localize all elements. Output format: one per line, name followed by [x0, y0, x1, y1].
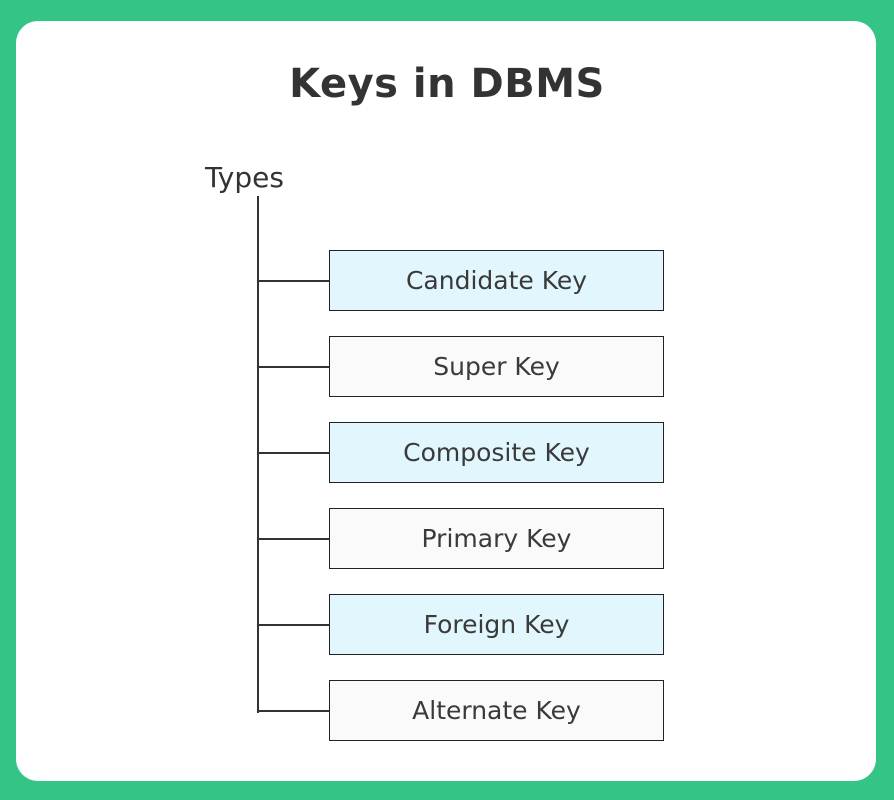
- node-candidate-key: Candidate Key: [329, 250, 664, 311]
- root-label-types: Types: [205, 161, 284, 194]
- branch-line-foreign: [257, 624, 330, 626]
- branch-line-super: [257, 366, 330, 368]
- diagram-card: [16, 21, 876, 781]
- node-super-key: Super Key: [329, 336, 664, 397]
- node-foreign-key: Foreign Key: [329, 594, 664, 655]
- branch-line-alternate: [257, 710, 330, 712]
- branch-line-candidate: [257, 280, 330, 282]
- branch-line-composite: [257, 452, 330, 454]
- branch-line-primary: [257, 538, 330, 540]
- tree-trunk-line: [257, 196, 259, 713]
- diagram-title: Keys in DBMS: [289, 61, 605, 107]
- node-primary-key: Primary Key: [329, 508, 664, 569]
- node-composite-key: Composite Key: [329, 422, 664, 483]
- node-alternate-key: Alternate Key: [329, 680, 664, 741]
